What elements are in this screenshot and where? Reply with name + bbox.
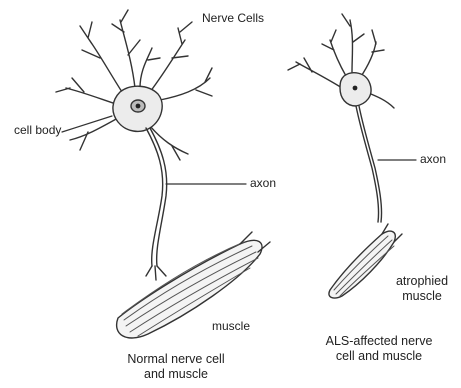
normal-caption: Normal nerve cell and muscle <box>96 352 256 382</box>
diagram-title: Nerve Cells <box>202 12 264 25</box>
als-neuron <box>288 14 402 298</box>
als-axon <box>356 106 379 222</box>
normal-cellbody-leader <box>62 116 112 132</box>
normal-neuron <box>56 10 270 338</box>
normal-caption-line1: Normal nerve cell <box>96 352 256 367</box>
als-muscle-label-line2: muscle <box>386 289 458 304</box>
normal-axon-label: axon <box>250 177 276 190</box>
als-caption-line1: ALS-affected nerve <box>300 334 458 349</box>
als-muscle-label-line1: atrophied <box>386 274 458 289</box>
normal-caption-line2: and muscle <box>96 367 256 382</box>
als-muscle-label: atrophied muscle <box>386 274 458 304</box>
normal-muscle-label: muscle <box>212 320 250 333</box>
als-axon-label: axon <box>420 153 446 166</box>
cell-body-label: cell body <box>14 124 61 137</box>
normal-dendrites <box>56 10 212 160</box>
als-caption-line2: cell and muscle <box>300 349 458 364</box>
als-caption: ALS-affected nerve cell and muscle <box>300 334 458 364</box>
